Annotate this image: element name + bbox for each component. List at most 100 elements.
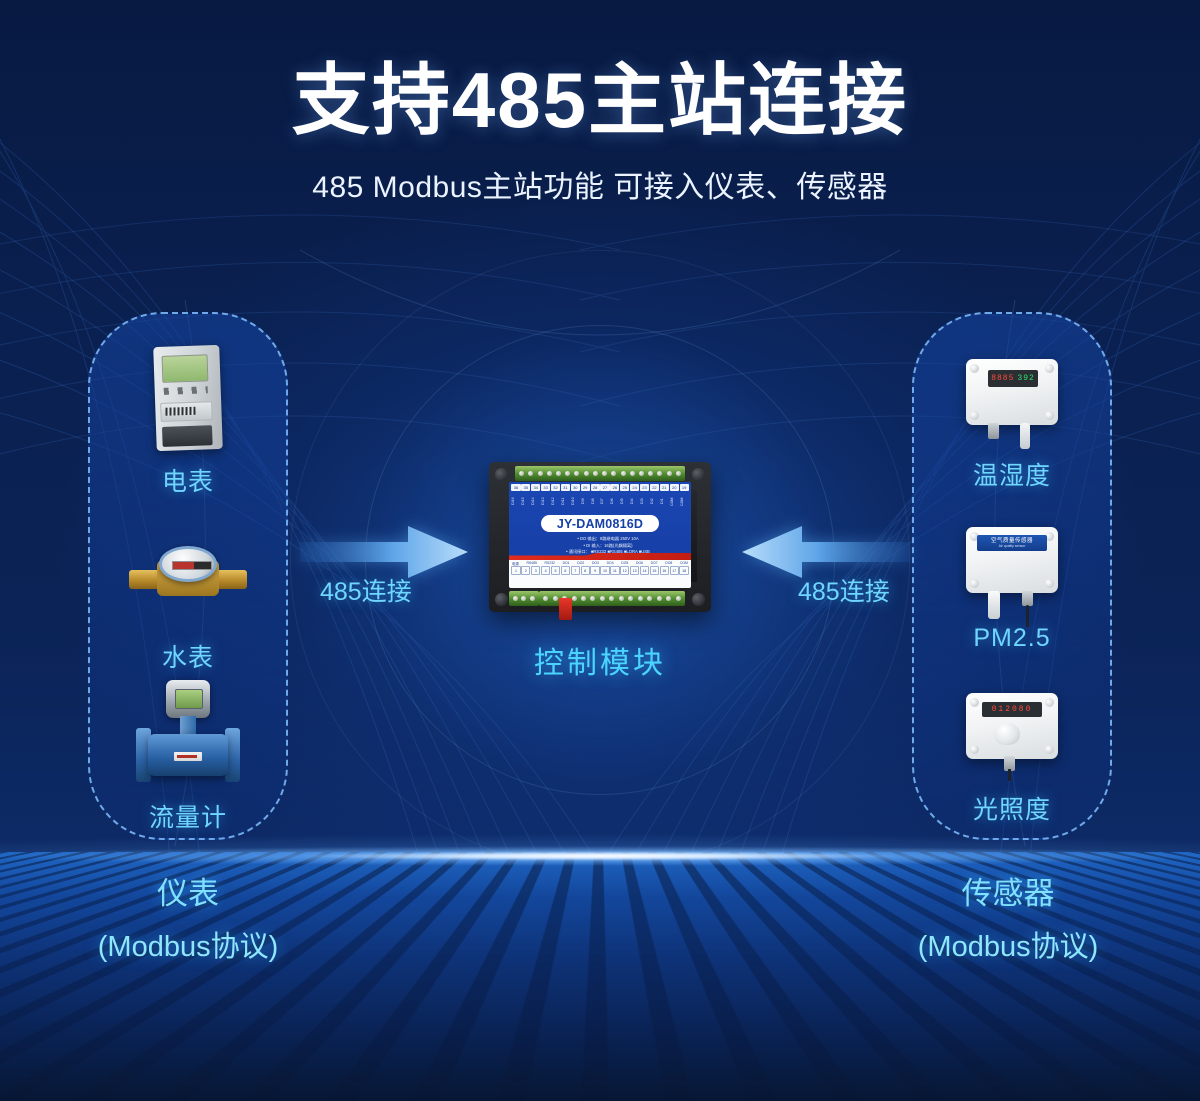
connection-arrow-right: 485连接: [740, 524, 910, 606]
mount-ear: [1045, 364, 1054, 373]
device-slot-electricity-meter[interactable]: 电表: [90, 338, 286, 498]
spec-line: • DI 输入：16路(光耦隔离): [583, 542, 633, 548]
control-module-label: 控制模块: [534, 647, 666, 680]
bottom-pin-number: 2: [521, 566, 531, 575]
flow-meter-art: [90, 674, 286, 794]
connection-arrow-left: 485连接: [300, 524, 470, 606]
water-meter-dial: [159, 546, 217, 582]
sensors-group-caption: 传感器 (Modbus协议): [848, 868, 1168, 965]
pin-number: 26: [610, 484, 620, 491]
pm25-art: 空气质量传感器 Air quality sensor: [914, 500, 1110, 627]
bottom-pin-label: RS485: [526, 561, 537, 565]
pin-label: COM: [679, 497, 684, 506]
device-slot-flow-meter[interactable]: 流量计: [90, 674, 286, 834]
bottom-pin-label: DO5: [621, 561, 629, 565]
pin-label: COM: [669, 497, 674, 506]
board-screw: [692, 593, 705, 606]
terminal-strip-power: [509, 591, 539, 606]
illuminance-sensor-icon: 012080: [966, 693, 1058, 781]
bottom-pin-number: 10: [600, 566, 610, 575]
pm25-intake-tube: [988, 591, 1000, 619]
bottom-pin-label: DO6: [635, 561, 643, 565]
cable-gland: [1004, 756, 1015, 771]
bottom-pin-number: 5: [550, 566, 561, 575]
pin-label: DI11: [560, 497, 565, 506]
meter-terminal-cover: [161, 425, 213, 447]
pin-number: 25: [620, 484, 630, 491]
flow-meter-flange-left: [136, 728, 151, 782]
pin-number: 32: [550, 484, 561, 491]
arrow-label-left: 485连接: [320, 578, 412, 606]
pin-label: DI12: [550, 497, 555, 506]
mount-ear: [1045, 411, 1054, 420]
sensors-caption-line2: (Modbus协议): [917, 931, 1099, 963]
pin-label: DI8: [590, 498, 595, 505]
mount-ear: [970, 364, 979, 373]
bottom-pin-number: 9: [590, 566, 600, 575]
pin-number: 31: [560, 484, 570, 491]
board-model-label: JY-DAM0816D: [541, 515, 659, 532]
device-label-illuminance: 光照度: [972, 796, 1051, 824]
cable-gland: [1022, 591, 1033, 606]
board-screw: [692, 468, 705, 481]
meter-lcd-screen: [161, 354, 209, 383]
pin-label: DI4: [630, 498, 635, 505]
cable-gland: [988, 423, 999, 439]
temp-humidity-sensor-icon: 8885 392: [966, 359, 1058, 449]
humidity-value: 8885: [991, 374, 1015, 383]
pin-number: 36: [511, 484, 521, 491]
sensor-probe: [1020, 423, 1030, 449]
bottom-pin-number: 13: [629, 566, 640, 575]
air-quality-label-en: Air quality sensor: [998, 544, 1026, 548]
page-title: 支持485主站连接: [291, 56, 909, 144]
instruments-panel: 电表 水表: [88, 312, 288, 840]
bottom-pin-number: 14: [639, 566, 650, 575]
pin-number: 34: [531, 484, 541, 491]
bottom-pin-label: DO1: [562, 561, 570, 565]
water-meter-icon: [129, 546, 247, 602]
pin-number: 35: [521, 484, 531, 491]
pin-number: 29: [580, 484, 590, 491]
device-slot-illuminance[interactable]: 012080 光照度: [914, 666, 1110, 826]
pin-label: DI5: [620, 498, 625, 505]
mount-ear: [970, 745, 979, 754]
bottom-pin-label: DO2: [577, 561, 585, 565]
device-label-water-meter: 水表: [161, 644, 214, 672]
air-quality-label-cn: 空气质量传感器: [990, 538, 1033, 544]
illuminance-value: 012080: [991, 705, 1033, 714]
device-slot-pm25[interactable]: 空气质量传感器 Air quality sensor PM2.5: [914, 500, 1110, 653]
air-quality-sensor-icon: 空气质量传感器 Air quality sensor: [966, 527, 1058, 627]
device-slot-water-meter[interactable]: 水表: [90, 514, 286, 674]
pin-number: 19: [679, 484, 689, 491]
pin-label: DI15: [521, 497, 526, 506]
board-screw: [495, 468, 508, 481]
pin-label: DI6: [610, 498, 615, 505]
instruments-caption-line1: 仪表: [157, 876, 219, 911]
bottom-pin-number: 4: [540, 566, 551, 575]
temperature-value: 392: [1017, 374, 1035, 383]
sensor-cable: [1008, 769, 1011, 781]
terminal-strip-bottom: [539, 591, 685, 606]
pin-number: 21: [659, 484, 669, 491]
instruments-group-caption: 仪表 (Modbus协议): [28, 868, 348, 965]
pin-label: DI3: [639, 498, 644, 505]
mount-ear: [1045, 745, 1054, 754]
device-label-electricity-meter: 电表: [161, 468, 214, 496]
mount-ear: [970, 411, 979, 420]
device-slot-temp-humidity[interactable]: 8885 392 温湿度: [914, 332, 1110, 492]
flow-meter-tag: [174, 752, 202, 761]
spec-line: • 通讯接口： ■RS232 ■RS485 ■LORA ■USB: [566, 549, 650, 554]
bottom-pin-label: DO8: [665, 561, 673, 565]
pin-number: 28: [590, 484, 600, 491]
water-meter-art: [90, 514, 286, 634]
temp-humidity-art: 8885 392: [914, 332, 1110, 452]
board-red-stripe: [509, 553, 691, 560]
sensor-cable: [1026, 605, 1029, 627]
pin-label: DI14: [531, 497, 536, 506]
pin-label: DI7: [600, 498, 605, 505]
